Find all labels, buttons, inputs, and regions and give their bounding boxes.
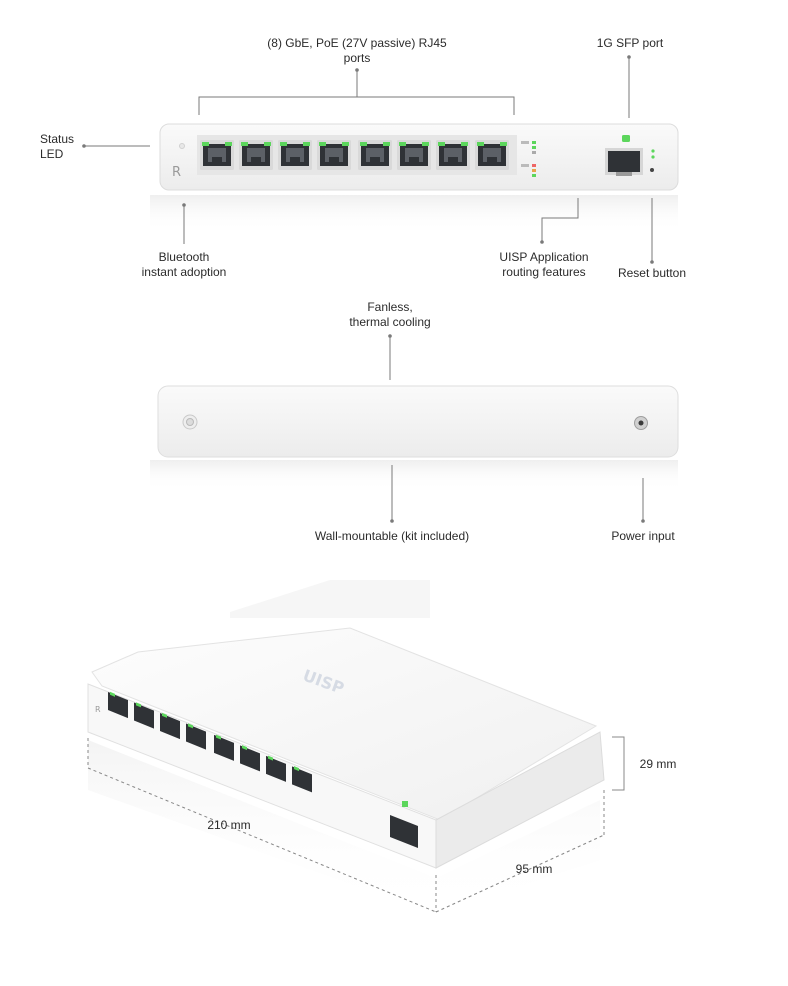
ports-callout: (8) GbE, PoE (27V passive) RJ45 ports xyxy=(267,36,447,65)
port-block xyxy=(197,135,517,175)
side-face xyxy=(435,731,605,869)
reset-pinhole xyxy=(650,168,654,172)
fanless-callout: Fanless, thermal cooling xyxy=(349,300,431,329)
sfp-port-callout: 1G SFP port xyxy=(596,36,664,50)
front-reflection xyxy=(150,195,678,231)
iso-logo-letter: R xyxy=(95,705,101,714)
width-dimension: 210 mm xyxy=(207,818,251,832)
callout-lines xyxy=(84,57,653,521)
port-led-legend xyxy=(521,141,536,177)
back-view xyxy=(150,385,679,490)
dimension-lines xyxy=(87,738,605,913)
uisp-app-callout: UISP Application routing features xyxy=(499,250,589,279)
power-jack-icon xyxy=(634,416,648,430)
wall-mount-callout: Wall-mountable (kit included) xyxy=(314,529,470,543)
status-led-callout: Status LED xyxy=(40,132,75,161)
top-face xyxy=(91,627,598,821)
back-panel xyxy=(157,385,679,458)
bluetooth-callout: Bluetooth instant adoption xyxy=(141,250,227,279)
isometric-view: UISP R xyxy=(87,580,605,915)
sfp-port xyxy=(605,148,643,176)
front-logo-letter: R xyxy=(172,165,181,180)
depth-dimension: 95 mm xyxy=(515,862,553,876)
ground-screw-icon xyxy=(182,414,198,430)
callout-dots xyxy=(82,55,654,523)
height-dimension: 29 mm xyxy=(639,757,677,771)
status-led xyxy=(179,143,185,149)
front-view: R xyxy=(150,123,679,231)
power-input-callout: Power input xyxy=(611,529,675,543)
height-bracket xyxy=(612,736,625,791)
reset-callout: Reset button xyxy=(617,266,687,280)
iso-ports xyxy=(108,691,418,848)
sfp-status-led xyxy=(622,135,630,142)
